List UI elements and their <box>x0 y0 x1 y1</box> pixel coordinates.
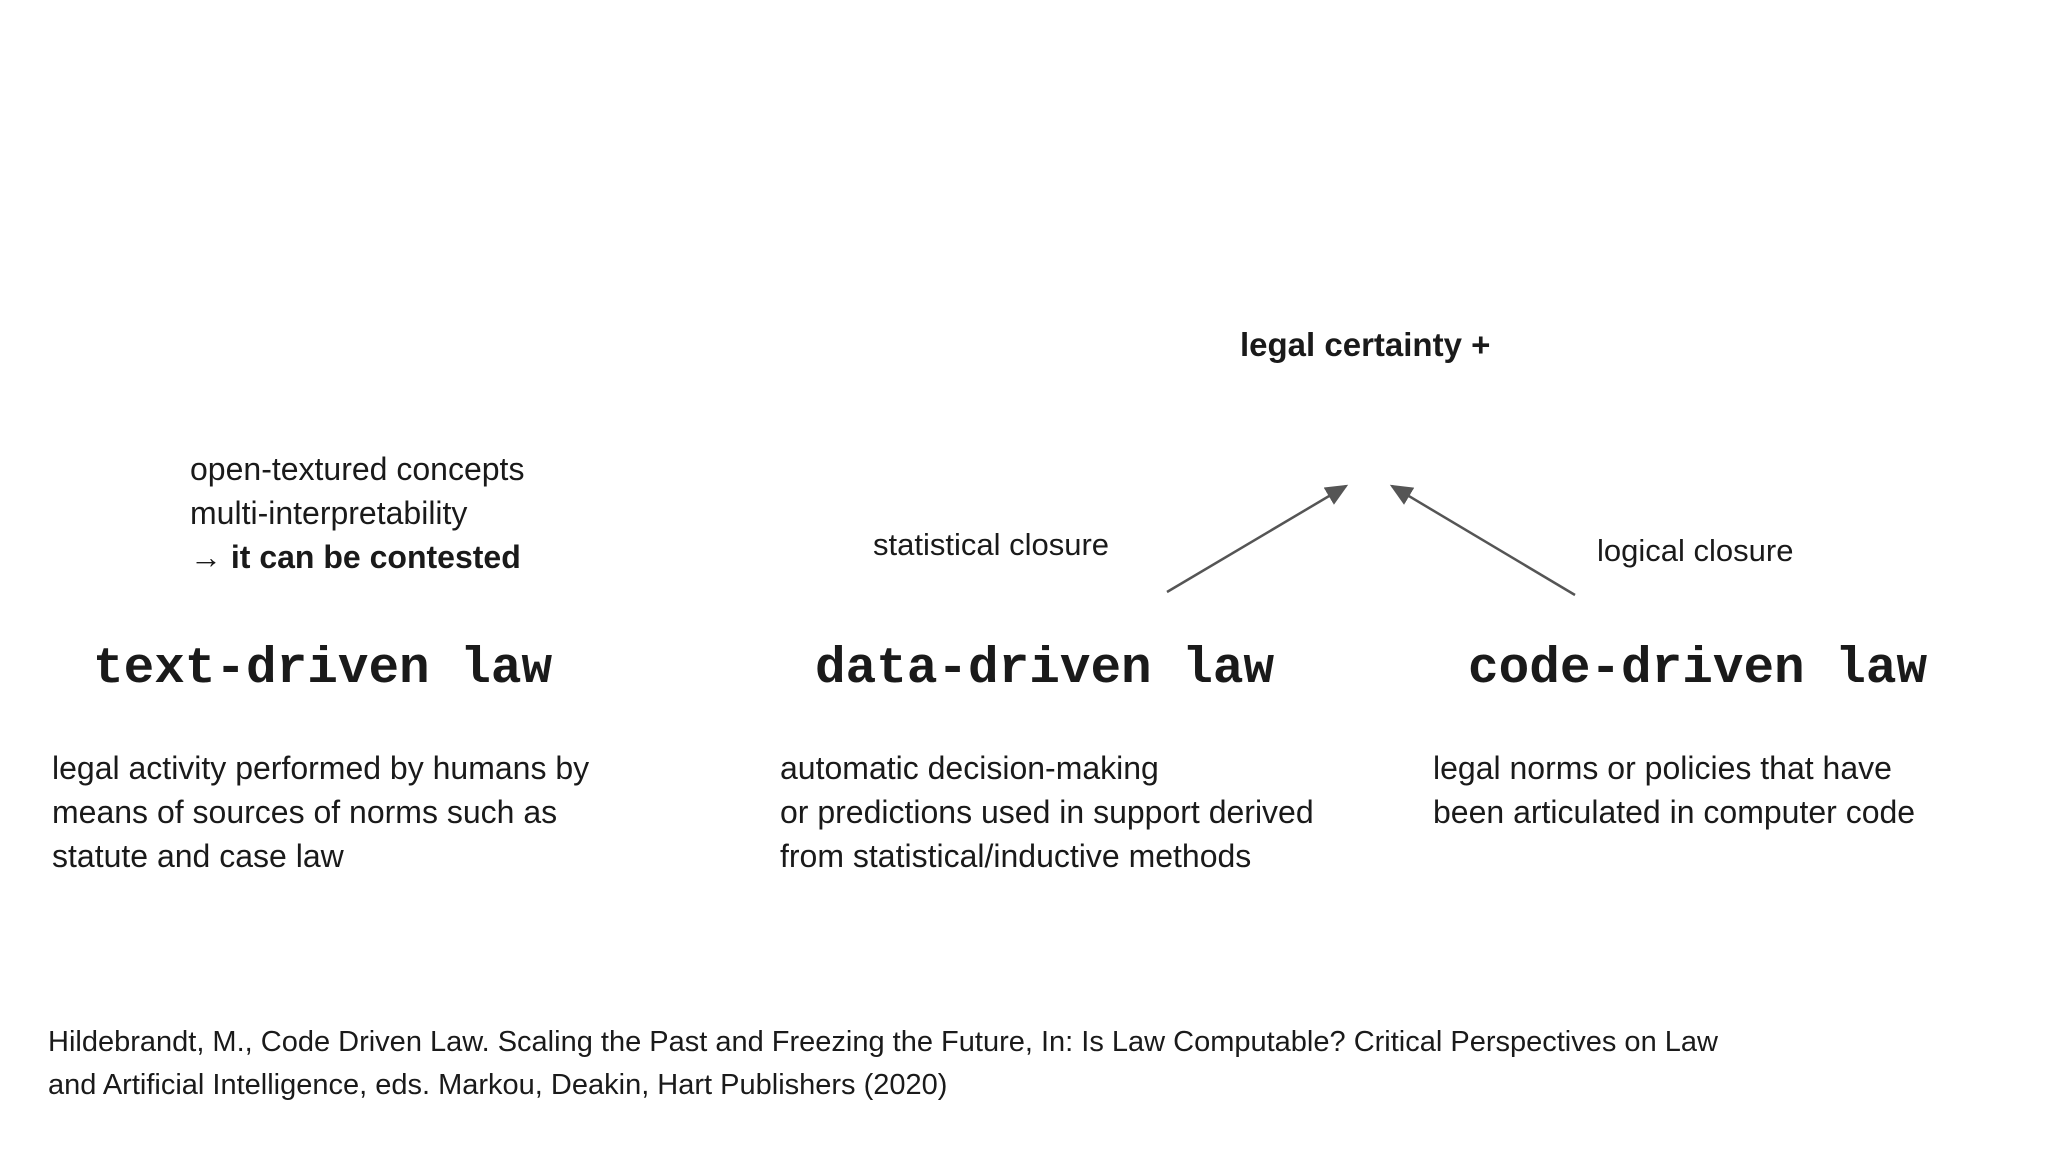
heading-data-driven-law: data-driven law <box>815 641 1275 698</box>
logical-closure-arrow <box>1389 484 1576 597</box>
description-text-driven-law: legal activity performed by humans by me… <box>52 746 589 878</box>
legal-certainty-label: legal certainty + <box>1240 326 1491 363</box>
description-data-driven-law: automatic decision-making or predictions… <box>780 746 1314 878</box>
citation-line: and Artificial Intelligence, eds. Markou… <box>48 1069 948 1101</box>
desc-line: automatic decision-making <box>780 750 1159 786</box>
desc-line: been articulated in computer code <box>1433 794 1916 830</box>
desc-line: or predictions used in support derived <box>780 794 1314 830</box>
desc-line: from statistical/inductive methods <box>780 838 1252 874</box>
citation-line: Hildebrandt, M., Code Driven Law. Scalin… <box>48 1026 1718 1058</box>
note-line-open-textured: open-textured concepts <box>190 451 525 487</box>
description-code-driven-law: legal norms or policies that have been a… <box>1433 746 1915 834</box>
desc-line: legal norms or policies that have <box>1433 750 1892 786</box>
desc-line: means of sources of norms such as <box>52 794 558 830</box>
heading-code-driven-law: code-driven law <box>1468 641 1928 698</box>
note-contested-text: it can be contested <box>230 539 521 575</box>
right-arrow-glyph: → <box>190 539 222 575</box>
statistical-closure-arrow <box>1166 484 1349 594</box>
note-line-multi-interpretability: multi-interpretability <box>190 495 468 531</box>
desc-line: statute and case law <box>52 838 344 874</box>
note-line-contested: → it can be contested <box>190 535 524 579</box>
text-driven-notes: open-textured concepts multi-interpretab… <box>190 447 524 579</box>
desc-line: legal activity performed by humans by <box>52 750 590 786</box>
statistical-closure-label: statistical closure <box>873 527 1110 562</box>
citation: Hildebrandt, M., Code Driven Law. Scalin… <box>48 1021 1718 1107</box>
logical-closure-label: logical closure <box>1597 533 1794 568</box>
heading-text-driven-law: text-driven law <box>93 641 553 698</box>
